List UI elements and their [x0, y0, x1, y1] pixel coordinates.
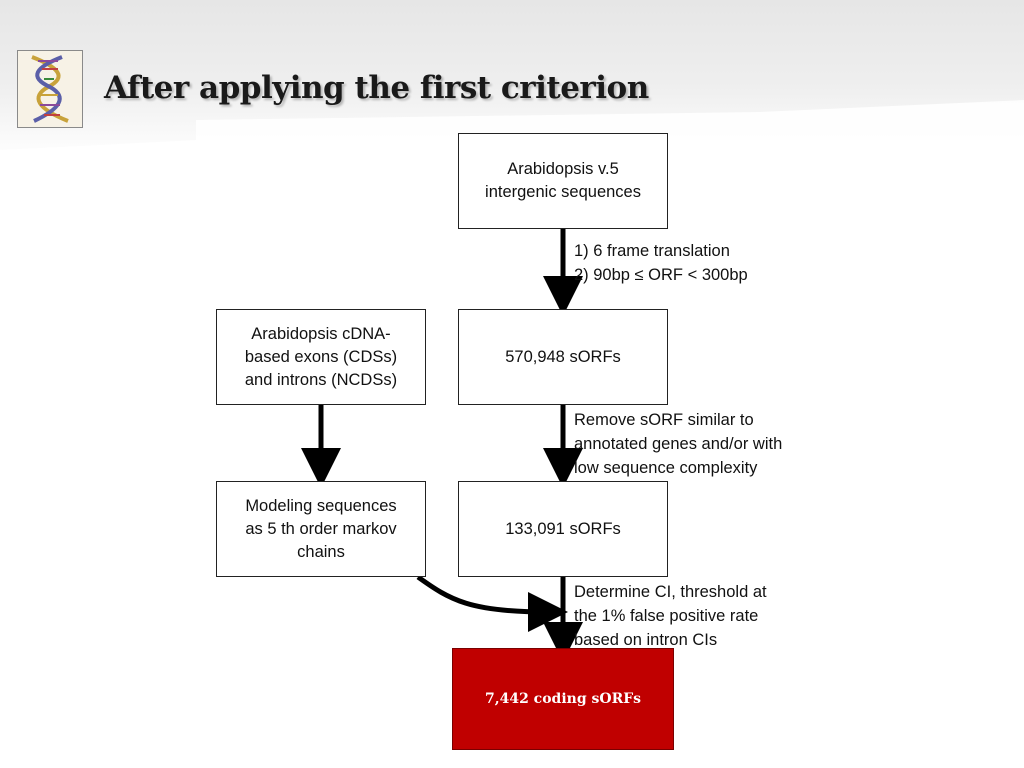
- step-remove-similar-label: Remove sORF similar to annotated genes a…: [574, 411, 783, 477]
- node-sorfs-filtered: 133,091 sORFs: [458, 481, 668, 577]
- arrow-markov-to-threshold: [416, 574, 568, 632]
- header-decoration: [0, 100, 1024, 160]
- node-result-label: 7,442 coding sORFs: [484, 691, 642, 707]
- node-intergenic-label: Arabidopsis v.5 intergenic sequences: [485, 160, 641, 201]
- node-sorfs-filtered-label: 133,091 sORFs: [505, 519, 621, 538]
- node-intergenic-sequences: Arabidopsis v.5 intergenic sequences: [458, 133, 668, 229]
- node-cdna-label: Arabidopsis cDNA- based exons (CDSs) and…: [244, 324, 398, 389]
- node-markov-label: Modeling sequences as 5 th order markov …: [245, 496, 397, 561]
- step-translation-label: 1) 6 frame translation 2) 90bp ≤ ORF < 3…: [574, 242, 748, 284]
- slide-title: After applying the first criterion: [104, 70, 649, 106]
- node-coding-sorfs-result: 7,442 coding sORFs: [452, 648, 674, 750]
- step-determine-ci-label: Determine CI, threshold at the 1% false …: [574, 583, 767, 649]
- node-markov-modeling: Modeling sequences as 5 th order markov …: [216, 481, 426, 577]
- node-cdna-exons-introns: Arabidopsis cDNA- based exons (CDSs) and…: [216, 309, 426, 405]
- node-sorfs-all: 570,948 sORFs: [458, 309, 668, 405]
- dna-helix-icon: [17, 50, 83, 128]
- node-sorfs-all-label: 570,948 sORFs: [505, 347, 621, 366]
